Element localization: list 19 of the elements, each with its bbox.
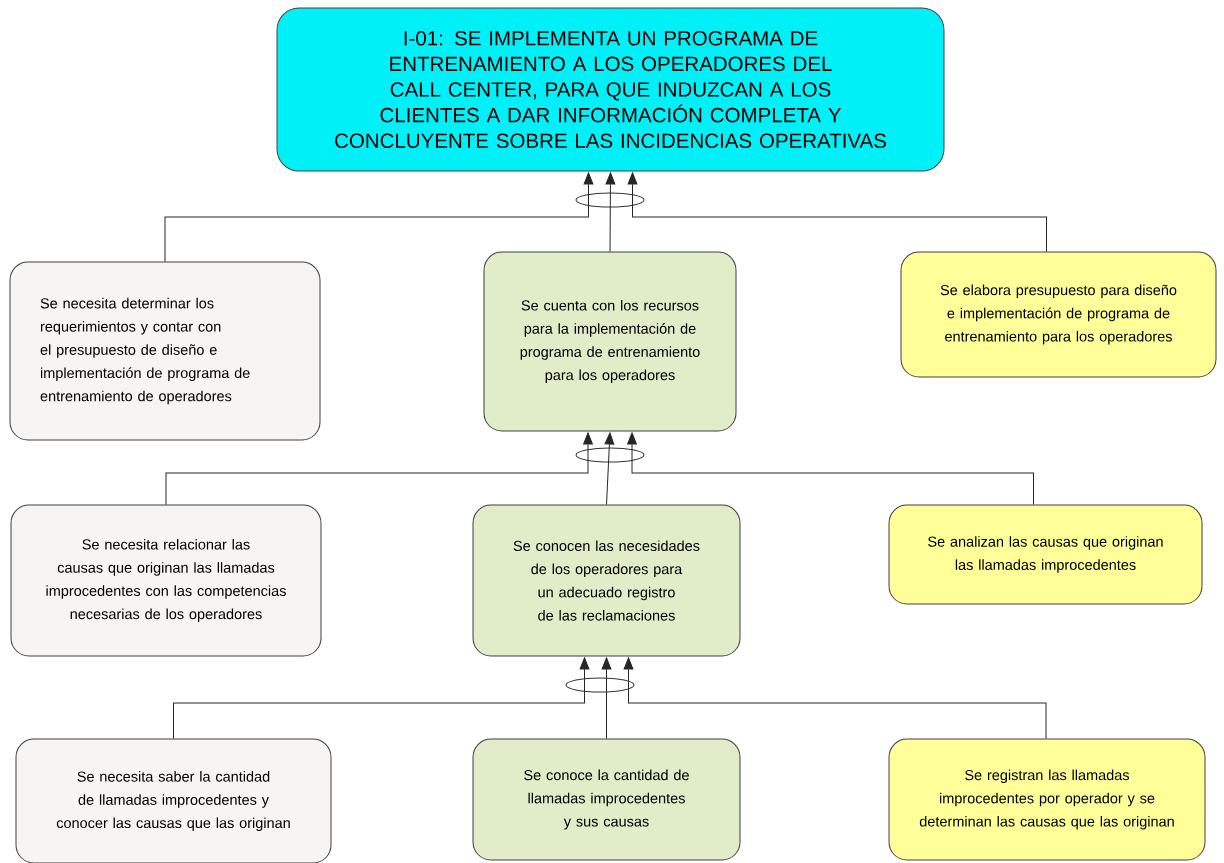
text-box: Se necesita determinar los requerimientos y contar con el presupuesto de diseño e implementación de programa de entrenamiento de operadores	[9, 261, 321, 441]
arrow	[601, 657, 612, 739]
arrow	[605, 172, 616, 252]
arrow	[173, 657, 590, 739]
arrow	[604, 432, 615, 505]
goal-box: I-01: SE IMPLEMENTA UN PROGRAMA DE ENTRENAMIENTO A LOS OPERADORES DEL CALL CENTER, PARA QUE INDUZCAN A LOS CLIENTES A DAR INFORMACIÓN COMPLETA Y CONCLUYENTE SOBRE LAS INCIDENCIAS OPERATIVAS	[276, 7, 945, 172]
arrow	[627, 432, 1034, 505]
arrow	[627, 172, 1047, 252]
text-box: Se analizan las causas que originan las llamadas improcedentes	[888, 504, 1203, 605]
arrow	[623, 657, 1047, 739]
text-box: Se necesita relacionar las causas que originan las llamadas improcedentes con las competencias necesarias de los operadores	[10, 504, 322, 657]
text-box: Se registran las llamadas improcedentes por operador y se determinan las causas que las originan	[888, 738, 1206, 861]
text-box: Se conoce la cantidad de llamadas improcedentes y sus causas	[472, 738, 741, 861]
text-box: Se elabora presupuesto para diseño e implementación de programa de entrenamiento para los operadores	[900, 251, 1217, 378]
arrow	[165, 432, 593, 505]
text-box: Se necesita saber la cantidad de llamadas improcedentes y conocer las causas que las originan	[15, 738, 332, 863]
arrow	[164, 172, 594, 262]
text-box: Se conocen las necesidades de los operadores para un adecuado registro de las reclamaciones	[472, 504, 741, 657]
text-box: Se cuenta con los recursos para la implementación de programa de entrenamiento para los operadores	[483, 251, 737, 432]
